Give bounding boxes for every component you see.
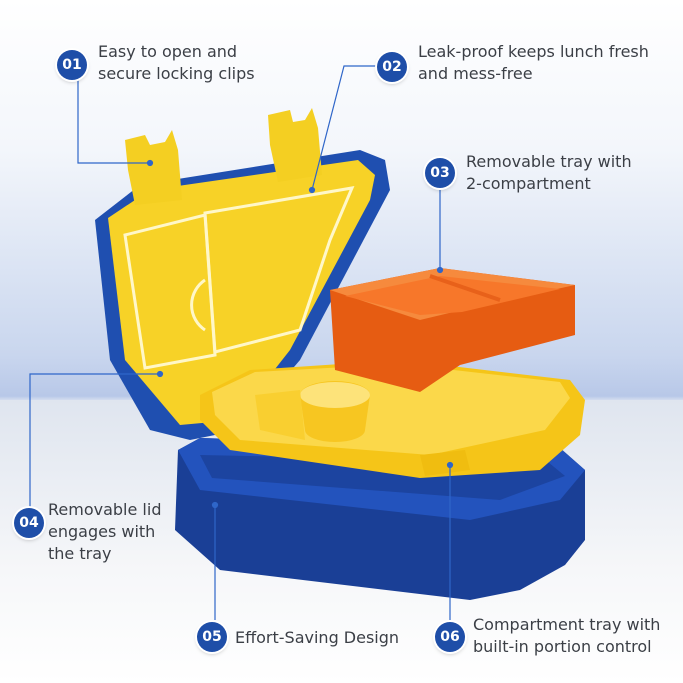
leader-dot-03 xyxy=(436,266,444,274)
callout-text-03: Removable tray with 2-compartment xyxy=(466,151,632,195)
callout-text-02: Leak-proof keeps lunch fresh and mess-fr… xyxy=(418,41,649,85)
callout-leader-lines xyxy=(29,65,454,620)
leader-dot-06 xyxy=(446,461,454,469)
callout-badge-02: 02 xyxy=(377,52,407,82)
leader-dot-05 xyxy=(211,501,219,509)
callout-badge-05: 05 xyxy=(197,622,227,652)
callout-text-05: Effort-Saving Design xyxy=(235,627,399,649)
callout-01-line-1: Easy to open and xyxy=(98,42,238,61)
callout-03-line-1: Removable tray with xyxy=(466,152,632,171)
callout-badge-01: 01 xyxy=(57,50,87,80)
callout-04-line-3: the tray xyxy=(48,544,112,563)
locking-clips xyxy=(125,108,322,205)
callout-02-line-1: Leak-proof keeps lunch fresh xyxy=(418,42,649,61)
callout-04-line-1: Removable lid xyxy=(48,500,162,519)
leader-line-01 xyxy=(77,80,150,164)
callout-03-line-2: 2-compartment xyxy=(466,174,591,193)
callout-text-01: Easy to open and secure locking clips xyxy=(98,41,255,85)
yellow-tray xyxy=(200,360,585,478)
leader-line-04 xyxy=(29,373,160,507)
leader-dot-01 xyxy=(146,159,154,167)
orange-insert xyxy=(330,268,575,392)
callout-06-line-2: built-in portion control xyxy=(473,637,652,656)
callout-badge-04: 04 xyxy=(14,508,44,538)
callout-text-06: Compartment tray with built-in portion c… xyxy=(473,614,660,658)
leader-line-02 xyxy=(311,65,378,191)
callout-badge-06: 06 xyxy=(435,622,465,652)
callout-01-line-2: secure locking clips xyxy=(98,64,255,83)
callout-02-line-2: and mess-free xyxy=(418,64,533,83)
leader-dot-02 xyxy=(308,186,316,194)
callout-05-line-1: Effort-Saving Design xyxy=(235,628,400,647)
callout-text-04: Removable lid engages with the tray xyxy=(48,499,161,565)
lunch-box-lid xyxy=(95,150,390,440)
callout-06-line-1: Compartment tray with xyxy=(473,615,661,634)
leader-dot-04 xyxy=(156,370,164,378)
callout-badge-03: 03 xyxy=(425,158,455,188)
callout-04-line-2: engages with xyxy=(48,522,156,541)
